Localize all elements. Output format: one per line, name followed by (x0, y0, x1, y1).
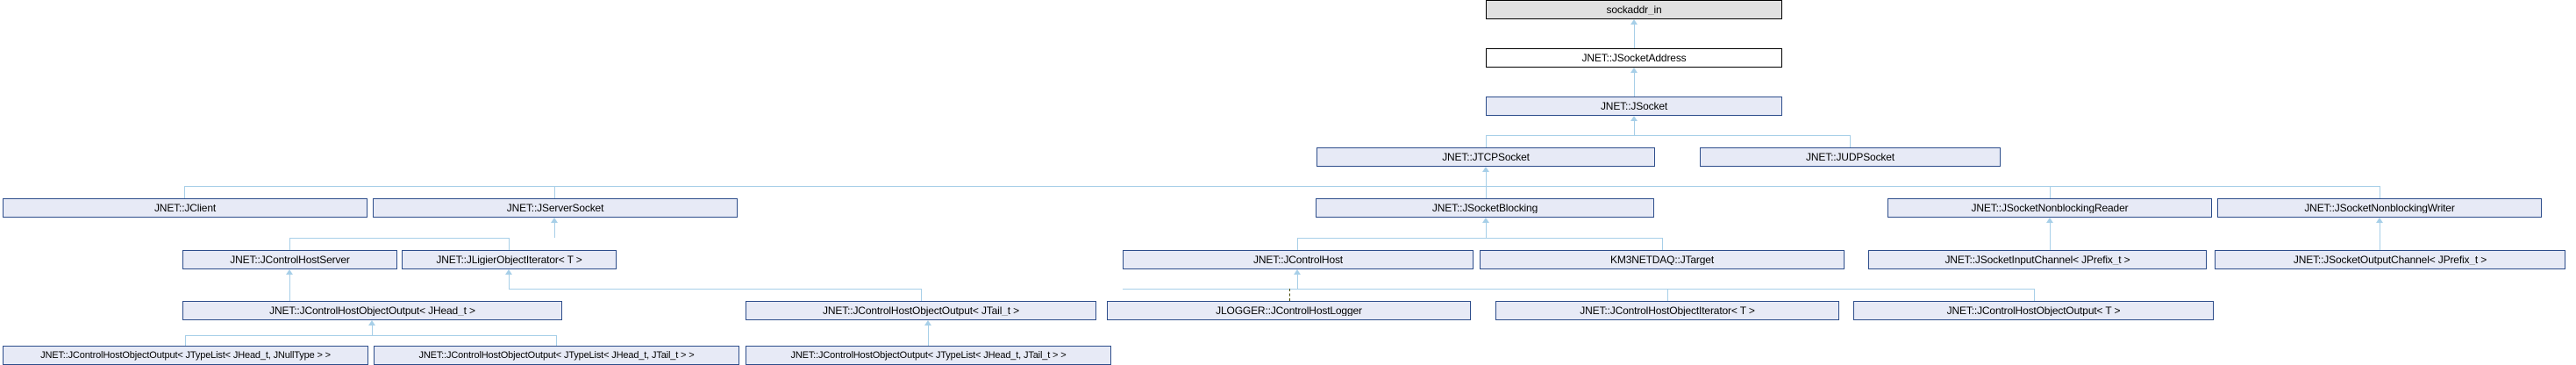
node-label: JNET::JTCPSocket (1442, 152, 1530, 162)
edge-jchoo-jtail-down (928, 326, 929, 346)
node-label: JNET::JSocketNonblockingReader (1971, 203, 2129, 213)
edge-jchoo-jhead-down (372, 326, 373, 335)
node-jnet-jcontrolhostserver[interactable]: JNET::JControlHostServer (182, 250, 397, 269)
node-label: JNET::JClient (153, 203, 217, 213)
arrowhead-jtcpsocket (1482, 167, 1489, 172)
node-jnet-jligierobjectiterator[interactable]: JNET::JLigierObjectIterator< T > (402, 250, 617, 269)
edge-jsocketblocking-down (1486, 223, 1487, 238)
node-jnet-jclient[interactable]: JNET::JClient (3, 198, 367, 218)
node-jnet-jtcpsocket[interactable]: JNET::JTCPSocket (1317, 147, 1655, 167)
node-jnet-jcontrolhostobjectoutput-jhead-t[interactable]: JNET::JControlHostObjectOutput< JHead_t … (182, 301, 562, 320)
node-jnet-jcontrolhostobjectoutput-t[interactable]: JNET::JControlHostObjectOutput< T > (1853, 301, 2214, 320)
node-label: JNET::JSocketBlocking (1431, 203, 1538, 213)
edge-bus-to-jcontrolhost (1297, 238, 1298, 250)
edge-bus-jligierobjectiterator-child (509, 289, 921, 290)
arrowhead-jligierobjectiterator (505, 269, 512, 275)
node-jnet-jcontrolhostobjectoutput-typelist-jhead-jnulltype[interactable]: JNET::JControlHostObjectOutput< JTypeLis… (3, 346, 368, 365)
node-jnet-jcontrolhost[interactable]: JNET::JControlHost (1123, 250, 1474, 269)
node-label: JNET::JControlHostObjectOutput< T > (1946, 305, 2121, 316)
arrowhead-jchoo-jtail (924, 320, 931, 326)
arrowhead-jsocketnonblockingreader (2046, 218, 2053, 223)
edge-jtcpsocket-down (1486, 172, 1487, 186)
node-jnet-judpsocket[interactable]: JNET::JUDPSocket (1700, 147, 2001, 167)
edge-bus-jcontrolhost-children (1123, 289, 2034, 290)
edge-jsocketaddress-to-sockaddr-in (1634, 25, 1635, 48)
edge-bus-jsocket-children (1486, 135, 1851, 136)
node-jnet-jsocketnonblockingwriter[interactable]: JNET::JSocketNonblockingWriter (2217, 198, 2542, 218)
edge-bus-to-jsocketblocking (1486, 186, 1487, 198)
edge-jsocketnonblockingreader-down (2050, 223, 2051, 250)
node-jnet-jcontrolhostobjectiterator-t[interactable]: JNET::JControlHostObjectIterator< T > (1495, 301, 1839, 320)
node-label: JNET::JSocketNonblockingWriter (2304, 203, 2455, 213)
arrowhead-jserversocket (551, 218, 558, 223)
node-jlogger-jcontrolhostlogger[interactable]: JLOGGER::JControlHostLogger (1107, 301, 1471, 320)
arrowhead-sockaddr-in (1631, 19, 1638, 25)
node-label: JNET::JServerSocket (506, 203, 604, 213)
edge-bus-jserversocket-children (289, 238, 510, 239)
node-sockaddr-in[interactable]: sockaddr_in (1486, 0, 1782, 19)
node-jnet-jsocketinputchannel[interactable]: JNET::JSocketInputChannel< JPrefix_t > (1868, 250, 2207, 269)
arrowhead-jsocket (1631, 116, 1638, 121)
edge-jcontrolhost-down (1297, 275, 1298, 289)
node-jnet-jsocketblocking[interactable]: JNET::JSocketBlocking (1316, 198, 1654, 218)
arrowhead-jsocketnonblockingwriter (2376, 218, 2383, 223)
edge-jcontrolhostserver-down (289, 275, 290, 301)
arrowhead-jsocketaddress (1631, 68, 1638, 73)
node-jnet-jcontrolhostobjectoutput-typelist-jhead-jtail-a[interactable]: JNET::JControlHostObjectOutput< JTypeLis… (374, 346, 739, 365)
edge-bus-to-judpsocket (1850, 135, 1851, 147)
node-label: JLOGGER::JControlHostLogger (1216, 305, 1362, 316)
arrowhead-jchoo-jhead (368, 320, 375, 326)
edge-bus-to-km3netdaq-jtarget (1662, 238, 1663, 250)
edge-bus-jtcpsocket-children (184, 186, 2380, 187)
edge-bus-to-typelist-head-null (185, 335, 186, 346)
edge-bus-to-jcontrolhostserver (289, 238, 290, 250)
node-label: JNET::JControlHostObjectOutput< JTypeLis… (418, 350, 695, 361)
node-jnet-jsocketaddress[interactable]: JNET::JSocketAddress (1486, 48, 1782, 68)
edge-bus-jchoo-jhead-children (185, 335, 557, 336)
node-label: JNET::JControlHostObjectOutput< JTypeLis… (790, 350, 1067, 361)
edge-jserversocket-down (554, 223, 555, 238)
edge-bus-to-jtcpsocket (1486, 135, 1487, 147)
edge-jsocket-to-jsocketaddress (1634, 73, 1635, 97)
node-label: JNET::JSocket (1600, 101, 1668, 111)
node-jnet-jcontrolhostobjectoutput-jtail-t[interactable]: JNET::JControlHostObjectOutput< JTail_t … (746, 301, 1096, 320)
edge-bus-to-jchoi-t (1667, 289, 1668, 301)
node-label: JNET::JSocketInputChannel< JPrefix_t > (1944, 254, 2130, 265)
edge-bus-jsocketblocking-children (1297, 238, 1663, 239)
node-km3netdaq-jtarget[interactable]: KM3NETDAQ::JTarget (1480, 250, 1845, 269)
node-label: JNET::JControlHostServer (230, 254, 350, 265)
arrowhead-jcontrolhostserver (286, 269, 293, 275)
node-jnet-jsocketoutputchannel[interactable]: JNET::JSocketOutputChannel< JPrefix_t > (2215, 250, 2565, 269)
node-label: JNET::JControlHostObjectIterator< T > (1580, 305, 1755, 316)
node-label: JNET::JControlHostObjectOutput< JHead_t … (269, 305, 475, 316)
node-jnet-jsocketnonblockingreader[interactable]: JNET::JSocketNonblockingReader (1887, 198, 2212, 218)
node-label: JNET::JLigierObjectIterator< T > (436, 254, 582, 265)
arrowhead-jcontrolhost (1294, 269, 1301, 275)
edge-jsocket-down (1634, 121, 1635, 135)
node-jnet-jserversocket[interactable]: JNET::JServerSocket (373, 198, 738, 218)
edge-jligierobjectiterator-down (509, 275, 510, 289)
edge-bus-to-jsocketnonblockingreader (2050, 186, 2051, 198)
node-jnet-jsocket[interactable]: JNET::JSocket (1486, 97, 1782, 116)
arrowhead-jsocketblocking (1482, 218, 1489, 223)
node-label: JNET::JUDPSocket (1806, 152, 1895, 162)
edge-bus-to-jclient (184, 186, 185, 198)
node-label: KM3NETDAQ::JTarget (1610, 254, 1714, 265)
node-label: JNET::JSocketAddress (1581, 53, 1687, 63)
node-label: JNET::JControlHostObjectOutput< JTail_t … (823, 305, 1019, 316)
node-label: JNET::JControlHost (1253, 254, 1343, 265)
node-label: JNET::JSocketOutputChannel< JPrefix_t > (2293, 254, 2487, 265)
edge-bus-to-jserversocket (554, 186, 555, 198)
node-label: sockaddr_in (1606, 4, 1662, 15)
edge-jcontrolhost-to-jcontrolhostlogger-dashed (1289, 289, 1290, 301)
node-jnet-jcontrolhostobjectoutput-typelist-jhead-jtail-b[interactable]: JNET::JControlHostObjectOutput< JTypeLis… (746, 346, 1111, 365)
edge-bus-to-jligierobjectiterator (509, 238, 510, 250)
edge-bus-to-jchoo-jtail (921, 289, 922, 301)
edge-bus-to-jchoo-t (2034, 289, 2035, 301)
node-label: JNET::JControlHostObjectOutput< JTypeLis… (40, 350, 331, 361)
edge-bus-to-typelist-head-tail-a (556, 335, 557, 346)
